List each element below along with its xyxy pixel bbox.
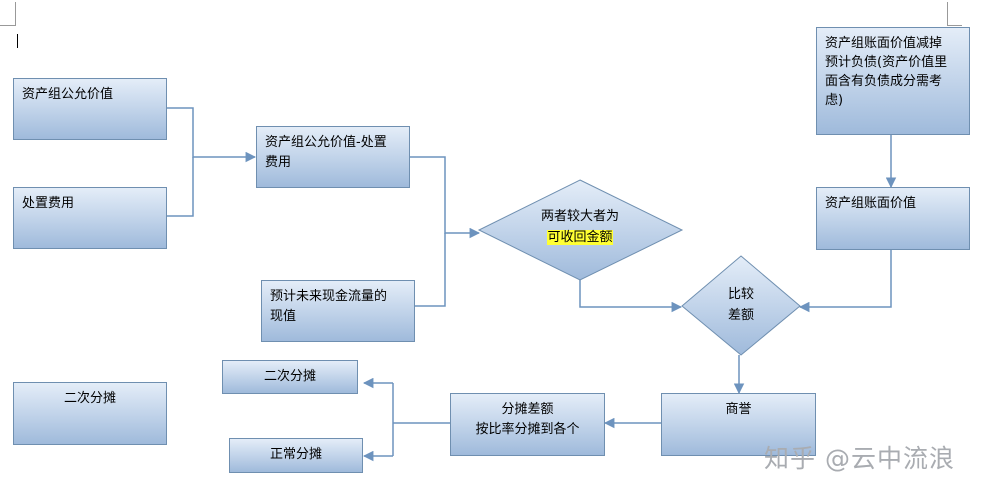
connector-fv-minus	[410, 156, 481, 239]
node-fv-minus-line1: 资产组公允价值-处置	[265, 135, 387, 150]
node-fv-minus-line2: 费用	[265, 155, 292, 170]
decision-compare-line2: 差额	[727, 308, 754, 323]
decision-higher-line2: 可收回金额	[505, 227, 655, 248]
decision-higher-text: 两者较大者为 可收回金额	[505, 206, 655, 248]
decision-diamond-compare	[681, 255, 801, 356]
text-cursor	[17, 34, 18, 48]
node-fair-value: 资产组公允价值	[13, 78, 167, 140]
margin-mark-top-right-h	[947, 25, 962, 26]
node-carrying-value-label: 资产组账面价值	[825, 196, 917, 211]
node-carrying-value: 资产组账面价值	[816, 187, 970, 250]
node-carrying-adj-line3: 面含有负债成分需考	[825, 74, 943, 89]
node-goodwill-label: 商誉	[725, 402, 752, 417]
node-fv-minus-disposal: 资产组公允价值-处置 费用	[256, 126, 410, 188]
node-disposal-cost-label: 处置费用	[22, 196, 75, 211]
decision-compare-line1: 比较	[727, 287, 754, 302]
connector-recoverable	[579, 280, 683, 313]
zhihu-watermark: 知乎 @云中流浪	[764, 444, 955, 473]
node-fair-value-label: 资产组公允价值	[22, 87, 114, 102]
connector-disposal	[167, 157, 194, 217]
node-allocate-line2: 按比率分摊到各个	[475, 422, 580, 437]
connector-pv-cash	[415, 233, 446, 307]
node-disposal-cost: 处置费用	[13, 187, 167, 249]
margin-mark-top-right-v	[947, 2, 948, 26]
node-carrying-adj-line2: 预计负债(资产价值里	[825, 55, 948, 70]
node-normal-allocation: 正常分摊	[229, 438, 363, 473]
node-carrying-adjusted: 资产组账面价值减掉 预计负债(资产价值里 面含有负债成分需考 虑)	[816, 27, 970, 135]
node-carrying-adj-line4: 虑)	[825, 93, 844, 108]
decision-higher-line1: 两者较大者为	[540, 209, 619, 224]
node-allocate-difference: 分摊差额 按比率分摊到各个	[450, 393, 605, 456]
node-second-allocation-left: 二次分摊	[13, 382, 167, 445]
node-normal-alloc-label: 正常分摊	[269, 447, 322, 462]
connector-fv	[167, 107, 257, 163]
node-goodwill: 商誉	[661, 393, 816, 456]
node-second-alloc-left-label: 二次分摊	[63, 391, 116, 406]
node-pv-cash-flow: 预计未来现金流量的 现值	[261, 280, 415, 342]
margin-mark-top-left-h	[0, 25, 15, 26]
margin-mark-top-left-v	[15, 2, 16, 26]
node-second-alloc-label: 二次分摊	[263, 369, 316, 384]
connector-carrying	[798, 250, 892, 313]
node-carrying-adj-line1: 资产组账面价值减掉	[825, 36, 943, 51]
recoverable-amount-highlight: 可收回金额	[547, 230, 613, 245]
node-pv-cash-line2: 现值	[270, 309, 297, 324]
decision-compare-text: 比较 差额	[706, 284, 776, 326]
node-second-allocation: 二次分摊	[222, 360, 358, 394]
node-allocate-line1: 分摊差额	[501, 402, 554, 417]
node-pv-cash-line1: 预计未来现金流量的	[270, 289, 388, 304]
